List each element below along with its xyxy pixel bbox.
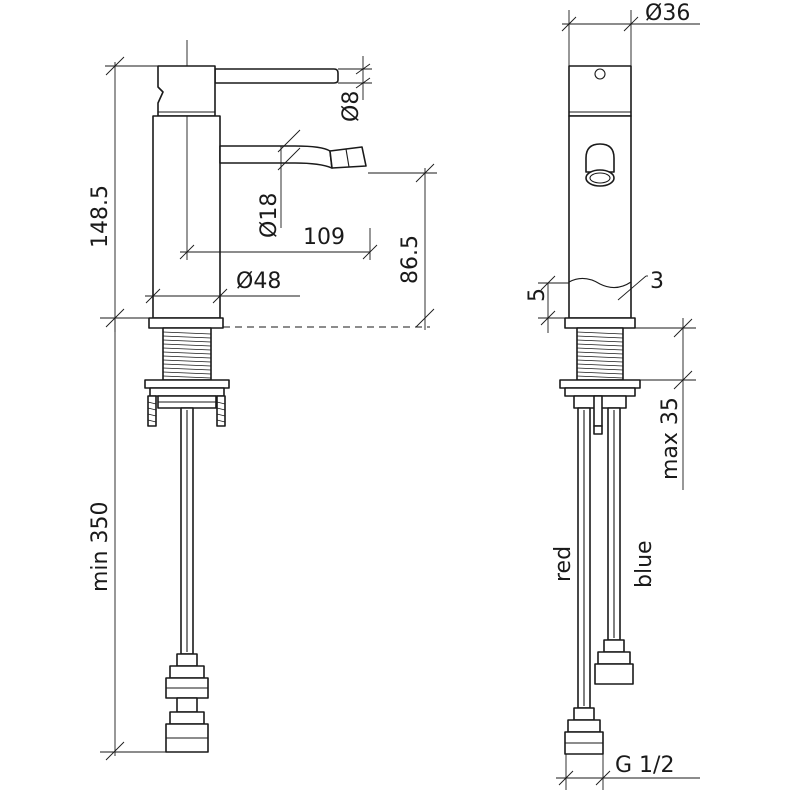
dim-3-label: 3 [650,269,664,294]
side-hoses [564,407,634,755]
dim-109-label: 109 [303,225,345,250]
dim-g-half-label: G 1/2 [615,753,674,778]
hose-label-blue: blue [632,540,657,588]
dim-max-35-label: max 35 [658,397,683,480]
side-dimensions [538,10,700,790]
tap-body [152,115,221,319]
threaded-shank [162,327,212,381]
dim-dia-36-label: Ø36 [645,1,690,26]
hose-label-red: red [551,546,576,582]
side-fixing-plate [559,379,641,427]
dim-dia-48-label: Ø48 [236,269,281,294]
dim-5-label: 5 [525,288,550,302]
handle-top [568,65,632,117]
spout [219,145,367,169]
front-view: Ø8 Ø18 109 Ø48 148.5 86.5 min 350 [88,40,437,761]
side-threaded-shank [576,327,624,381]
dim-min-350-label: min 350 [88,502,113,592]
dim-dia-18-label: Ø18 [257,193,282,238]
dim-86-5-label: 86.5 [398,235,423,284]
base-ring [148,317,224,329]
handle-lever [157,65,339,117]
spout-outlet [585,143,615,187]
side-base-ring [564,317,636,329]
supply-hose [165,407,209,753]
dim-148-5-label: 148.5 [88,185,113,248]
front-dimensions [100,40,437,761]
side-view: Ø36 5 3 max 35 red blue G 1/2 [525,1,700,790]
dim-dia-8-label: Ø8 [339,91,364,122]
